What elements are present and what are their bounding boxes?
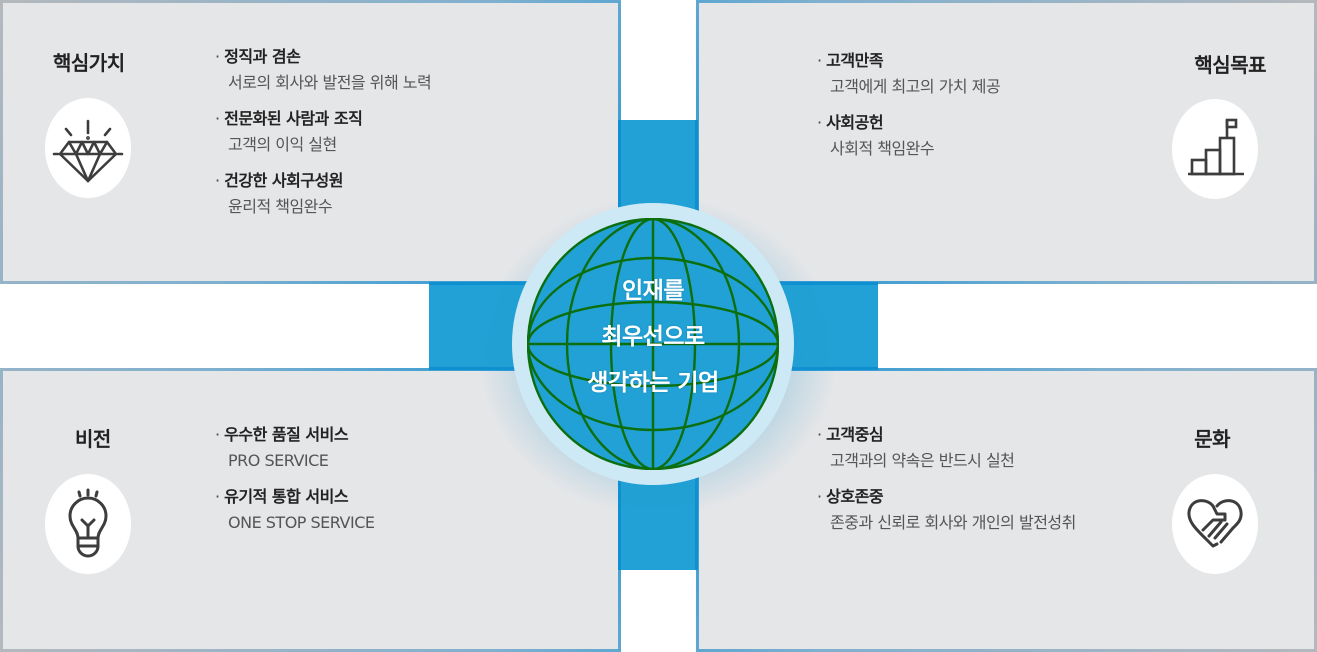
quadrant-core-goals: 핵심목표 고객만족 고객에게 최고의 가치 제공 사회공헌 사회적 책임완수 — [696, 0, 1317, 284]
quadrant-title: 핵심가치 — [53, 51, 125, 75]
item-desc: 서로의 회사와 발전을 위해 노력 — [228, 73, 432, 92]
quadrant-title: 문화 — [1194, 427, 1230, 451]
list-item: 정직과 겸손 서로의 회사와 발전을 위해 노력 — [215, 45, 432, 97]
slogan-line: 생각하는 기업 — [587, 370, 719, 396]
list-item: 고객만족 고객에게 최고의 가치 제공 — [817, 49, 1001, 101]
quadrant-title: 핵심목표 — [1194, 53, 1266, 77]
item-title: 고객만족 — [817, 49, 1000, 73]
slogan-line: 인재를 — [622, 278, 684, 304]
icon-badge — [1172, 99, 1258, 199]
list-item: 유기적 통합 서비스 ONE STOP SERVICE — [215, 485, 375, 537]
quadrant-title: 비전 — [75, 427, 111, 451]
item-title: 우수한 품질 서비스 — [215, 423, 374, 447]
list-item: 사회공헌 사회적 책임완수 — [817, 111, 1000, 163]
item-desc: 고객의 이익 실현 — [228, 135, 337, 154]
icon-badge — [45, 474, 131, 574]
item-desc: PRO SERVICE — [228, 451, 329, 470]
list-item: 고객중심 고객과의 약속은 반드시 실천 — [817, 423, 1076, 475]
diamond-icon — [52, 119, 124, 183]
icon-badge — [1172, 474, 1258, 574]
item-desc: 고객에게 최고의 가치 제공 — [830, 77, 1001, 96]
item-title: 상호존중 — [817, 485, 1076, 509]
item-list: 정직과 겸손 서로의 회사와 발전을 위해 노력 전문화된 사람과 조직 고객의… — [215, 45, 432, 231]
globe-icon — [527, 218, 779, 470]
item-title: 건강한 사회구성원 — [215, 169, 431, 193]
item-list: 우수한 품질 서비스 PRO SERVICE 유기적 통합 서비스 ONE ST… — [215, 423, 375, 547]
lightbulb-icon — [68, 488, 108, 558]
list-item: 전문화된 사람과 조직 고객의 이익 실현 — [215, 107, 431, 159]
item-desc: 사회적 책임완수 — [830, 139, 935, 158]
icon-badge — [45, 98, 131, 198]
growth-flag-icon — [1188, 118, 1244, 176]
list-item: 상호존중 존중과 신뢰로 회사와 개인의 발전성취 — [817, 485, 1076, 537]
list-item: 건강한 사회구성원 윤리적 책임완수 — [215, 169, 431, 221]
item-desc: 윤리적 책임완수 — [228, 197, 333, 216]
item-desc: 고객과의 약속은 반드시 실천 — [830, 451, 1015, 470]
item-title: 유기적 통합 서비스 — [215, 485, 374, 509]
center-slogan: 인재를 최우선으로 생각하는 기업 — [527, 268, 779, 406]
item-list: 고객중심 고객과의 약속은 반드시 실천 상호존중 존중과 신뢰로 회사와 개인… — [817, 423, 1076, 547]
quadrant-core-values: 핵심가치 정직과 겸손 서로의 회사와 발전을 위해 노력 전문화된 사람과 조… — [0, 0, 621, 284]
item-list: 고객만족 고객에게 최고의 가치 제공 사회공헌 사회적 책임완수 — [817, 49, 1001, 173]
item-desc: 존중과 신뢰로 회사와 개인의 발전성취 — [830, 513, 1076, 532]
slogan-line: 최우선으로 — [601, 324, 705, 350]
item-title: 정직과 겸손 — [215, 45, 431, 69]
item-title: 고객중심 — [817, 423, 1076, 447]
item-desc: ONE STOP SERVICE — [228, 513, 375, 532]
heart-handshake-icon — [1187, 499, 1243, 548]
item-title: 사회공헌 — [817, 111, 1000, 135]
item-title: 전문화된 사람과 조직 — [215, 107, 431, 131]
list-item: 우수한 품질 서비스 PRO SERVICE — [215, 423, 374, 475]
